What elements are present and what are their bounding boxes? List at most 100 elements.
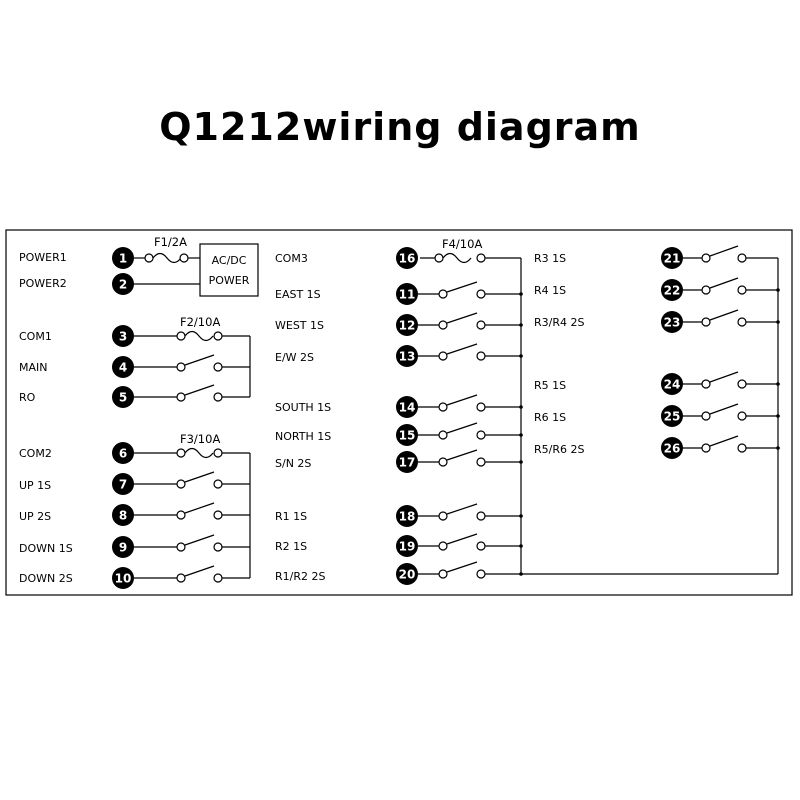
terminal-number-17: 17 xyxy=(399,456,416,470)
terminal-badge-8: 8 xyxy=(112,504,134,526)
terminal-number-4: 4 xyxy=(119,361,127,375)
label-r1r2-2s: R1/R2 2S xyxy=(275,570,325,583)
terminal-badge-23: 23 xyxy=(661,311,683,333)
terminal-badge-7: 7 xyxy=(112,473,134,495)
label-r6-1s: R6 1S xyxy=(534,411,566,424)
power-box-line1: AC/DC xyxy=(212,254,247,267)
switch-ro xyxy=(134,384,223,402)
fuse-f1-label: F1/2A xyxy=(154,235,187,249)
label-r5-1s: R5 1S xyxy=(534,379,566,392)
terminal-number-21: 21 xyxy=(664,252,681,266)
switch-sn2s xyxy=(418,449,486,467)
terminal-badge-26: 26 xyxy=(661,437,683,459)
switch-r5-1s xyxy=(683,371,747,389)
label-ew2s: E/W 2S xyxy=(275,351,314,364)
fuse-f4-terminals xyxy=(434,253,486,263)
switch-south1s xyxy=(418,394,486,412)
fuse-f3-terminals xyxy=(176,448,223,458)
terminal-number-9: 9 xyxy=(119,541,127,555)
terminal-number-16: 16 xyxy=(399,252,416,266)
diagram-title: Q1212wiring diagram xyxy=(159,105,641,149)
label-r5r6-2s: R5/R6 2S xyxy=(534,443,584,456)
label-r2-1s: R2 1S xyxy=(275,540,307,553)
label-r3r4-2s: R3/R4 2S xyxy=(534,316,584,329)
label-sn2s: S/N 2S xyxy=(275,457,311,470)
switch-r4-1s xyxy=(683,277,747,295)
switch-r3-1s xyxy=(683,245,747,263)
label-ro: RO xyxy=(19,391,36,404)
terminal-badge-20: 20 xyxy=(396,563,418,585)
terminal-number-13: 13 xyxy=(399,350,416,364)
label-r3-1s: R3 1S xyxy=(534,252,566,265)
terminal-badge-5: 5 xyxy=(112,386,134,408)
terminal-badge-22: 22 xyxy=(661,279,683,301)
terminal-number-11: 11 xyxy=(399,288,416,302)
switch-r3r4-2s xyxy=(683,309,747,327)
terminal-number-5: 5 xyxy=(119,391,127,405)
terminal-number-25: 25 xyxy=(664,410,681,424)
terminal-number-1: 1 xyxy=(119,252,127,266)
label-r4-1s: R4 1S xyxy=(534,284,566,297)
label-main: MAIN xyxy=(19,361,48,374)
power-box-line2: POWER xyxy=(209,274,250,287)
switch-down1s xyxy=(134,534,223,552)
switch-r2-1s xyxy=(418,533,486,551)
terminal-badge-1: 1 xyxy=(112,247,134,269)
label-power1: POWER1 xyxy=(19,251,67,264)
junction-dots xyxy=(519,288,780,576)
switch-west1s xyxy=(418,312,486,330)
terminal-badge-10: 10 xyxy=(112,567,134,589)
terminal-badge-19: 19 xyxy=(396,535,418,557)
terminal-badge-18: 18 xyxy=(396,505,418,527)
label-east1s: EAST 1S xyxy=(275,288,321,301)
label-down2s: DOWN 2S xyxy=(19,572,73,585)
label-north1s: NORTH 1S xyxy=(275,430,331,443)
terminal-badge-4: 4 xyxy=(112,356,134,378)
switch-r1-1s xyxy=(418,503,486,521)
switch-up1s xyxy=(134,471,223,489)
terminal-number-23: 23 xyxy=(664,316,681,330)
fuse-f4-label: F4/10A xyxy=(442,237,482,251)
terminal-number-10: 10 xyxy=(115,572,132,586)
label-up1s: UP 1S xyxy=(19,479,51,492)
terminal-number-7: 7 xyxy=(119,478,127,492)
switch-ew2s xyxy=(418,343,486,361)
label-south1s: SOUTH 1S xyxy=(275,401,331,414)
switch-main xyxy=(134,354,223,372)
terminal-number-3: 3 xyxy=(119,330,127,344)
terminal-number-15: 15 xyxy=(399,429,416,443)
terminal-badge-24: 24 xyxy=(661,373,683,395)
label-com3: COM3 xyxy=(275,252,308,265)
wiring-middle-group xyxy=(420,252,778,575)
switch-r6-1s xyxy=(683,403,747,421)
terminal-badge-14: 14 xyxy=(396,396,418,418)
label-r1-1s: R1 1S xyxy=(275,510,307,523)
terminal-number-24: 24 xyxy=(664,378,681,392)
terminal-number-26: 26 xyxy=(664,442,681,456)
fuse-f1-terminals xyxy=(144,253,189,263)
terminal-badge-3: 3 xyxy=(112,325,134,347)
terminal-number-14: 14 xyxy=(399,401,416,415)
terminal-badge-6: 6 xyxy=(112,442,134,464)
label-down1s: DOWN 1S xyxy=(19,542,73,555)
power-supply-box xyxy=(199,243,259,297)
switch-r5r6-2s xyxy=(683,435,747,453)
terminal-badge-25: 25 xyxy=(661,405,683,427)
terminal-badge-17: 17 xyxy=(396,451,418,473)
fuse-f2-terminals xyxy=(176,331,223,341)
terminal-badge-16: 16 xyxy=(396,247,418,269)
switch-up2s xyxy=(134,502,223,520)
terminal-badge-9: 9 xyxy=(112,536,134,558)
label-com2: COM2 xyxy=(19,447,52,460)
switch-contacts xyxy=(134,245,747,583)
terminal-number-19: 19 xyxy=(399,540,416,554)
fuse-f2-label: F2/10A xyxy=(180,315,220,329)
terminal-number-2: 2 xyxy=(119,278,127,292)
label-west1s: WEST 1S xyxy=(275,319,324,332)
switch-north1s xyxy=(418,422,486,440)
terminal-badge-13: 13 xyxy=(396,345,418,367)
wiring-left-group xyxy=(134,252,251,579)
terminal-badge-15: 15 xyxy=(396,424,418,446)
terminal-number-22: 22 xyxy=(664,284,681,298)
